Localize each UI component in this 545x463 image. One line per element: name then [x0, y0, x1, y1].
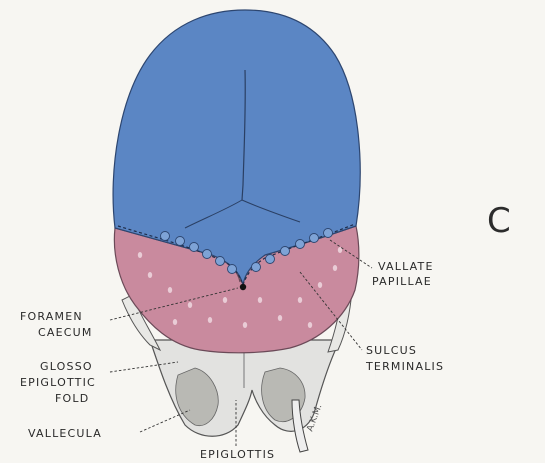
follicle — [223, 297, 227, 303]
papilla — [296, 240, 305, 249]
label-vallecula: VALLECULA — [28, 427, 102, 440]
label-vallate-papillae-1: VALLATE — [378, 260, 434, 273]
papilla — [266, 255, 275, 264]
papilla — [176, 237, 185, 246]
follicle — [138, 252, 142, 258]
follicle — [333, 265, 337, 271]
label-sulcus-terminalis-1: SULCUS — [366, 344, 417, 357]
follicle — [278, 315, 282, 321]
follicle — [148, 272, 152, 278]
papilla — [324, 229, 333, 238]
label-foramen-caecum-1: FORAMEN — [20, 310, 83, 323]
follicle — [308, 322, 312, 328]
papilla — [252, 263, 261, 272]
follicle — [173, 319, 177, 325]
label-glosso-epiglottic-fold-1: GLOSSO — [40, 360, 93, 373]
follicle — [243, 322, 247, 328]
follicle — [298, 297, 302, 303]
panel-letter: C — [487, 201, 511, 241]
papilla — [190, 243, 199, 252]
papilla — [216, 257, 225, 266]
label-glosso-epiglottic-fold-2: EPIGLOTTIC — [20, 376, 96, 389]
follicle — [188, 302, 192, 308]
label-glosso-epiglottic-fold-3: FOLD — [55, 392, 89, 405]
label-vallate-papillae-2: PAPILLAE — [372, 275, 432, 288]
papilla — [203, 250, 212, 259]
papilla — [228, 265, 237, 274]
follicle — [168, 287, 172, 293]
follicle — [258, 297, 262, 303]
papilla — [281, 247, 290, 256]
papilla — [310, 234, 319, 243]
follicle — [208, 317, 212, 323]
label-foramen-caecum-2: CAECUM — [38, 326, 93, 339]
label-epiglottis: EPIGLOTTIS — [200, 448, 275, 461]
foramen-caecum — [240, 284, 246, 290]
label-sulcus-terminalis-2: TERMINALIS — [365, 360, 444, 373]
papilla — [161, 232, 170, 241]
follicle — [318, 282, 322, 288]
